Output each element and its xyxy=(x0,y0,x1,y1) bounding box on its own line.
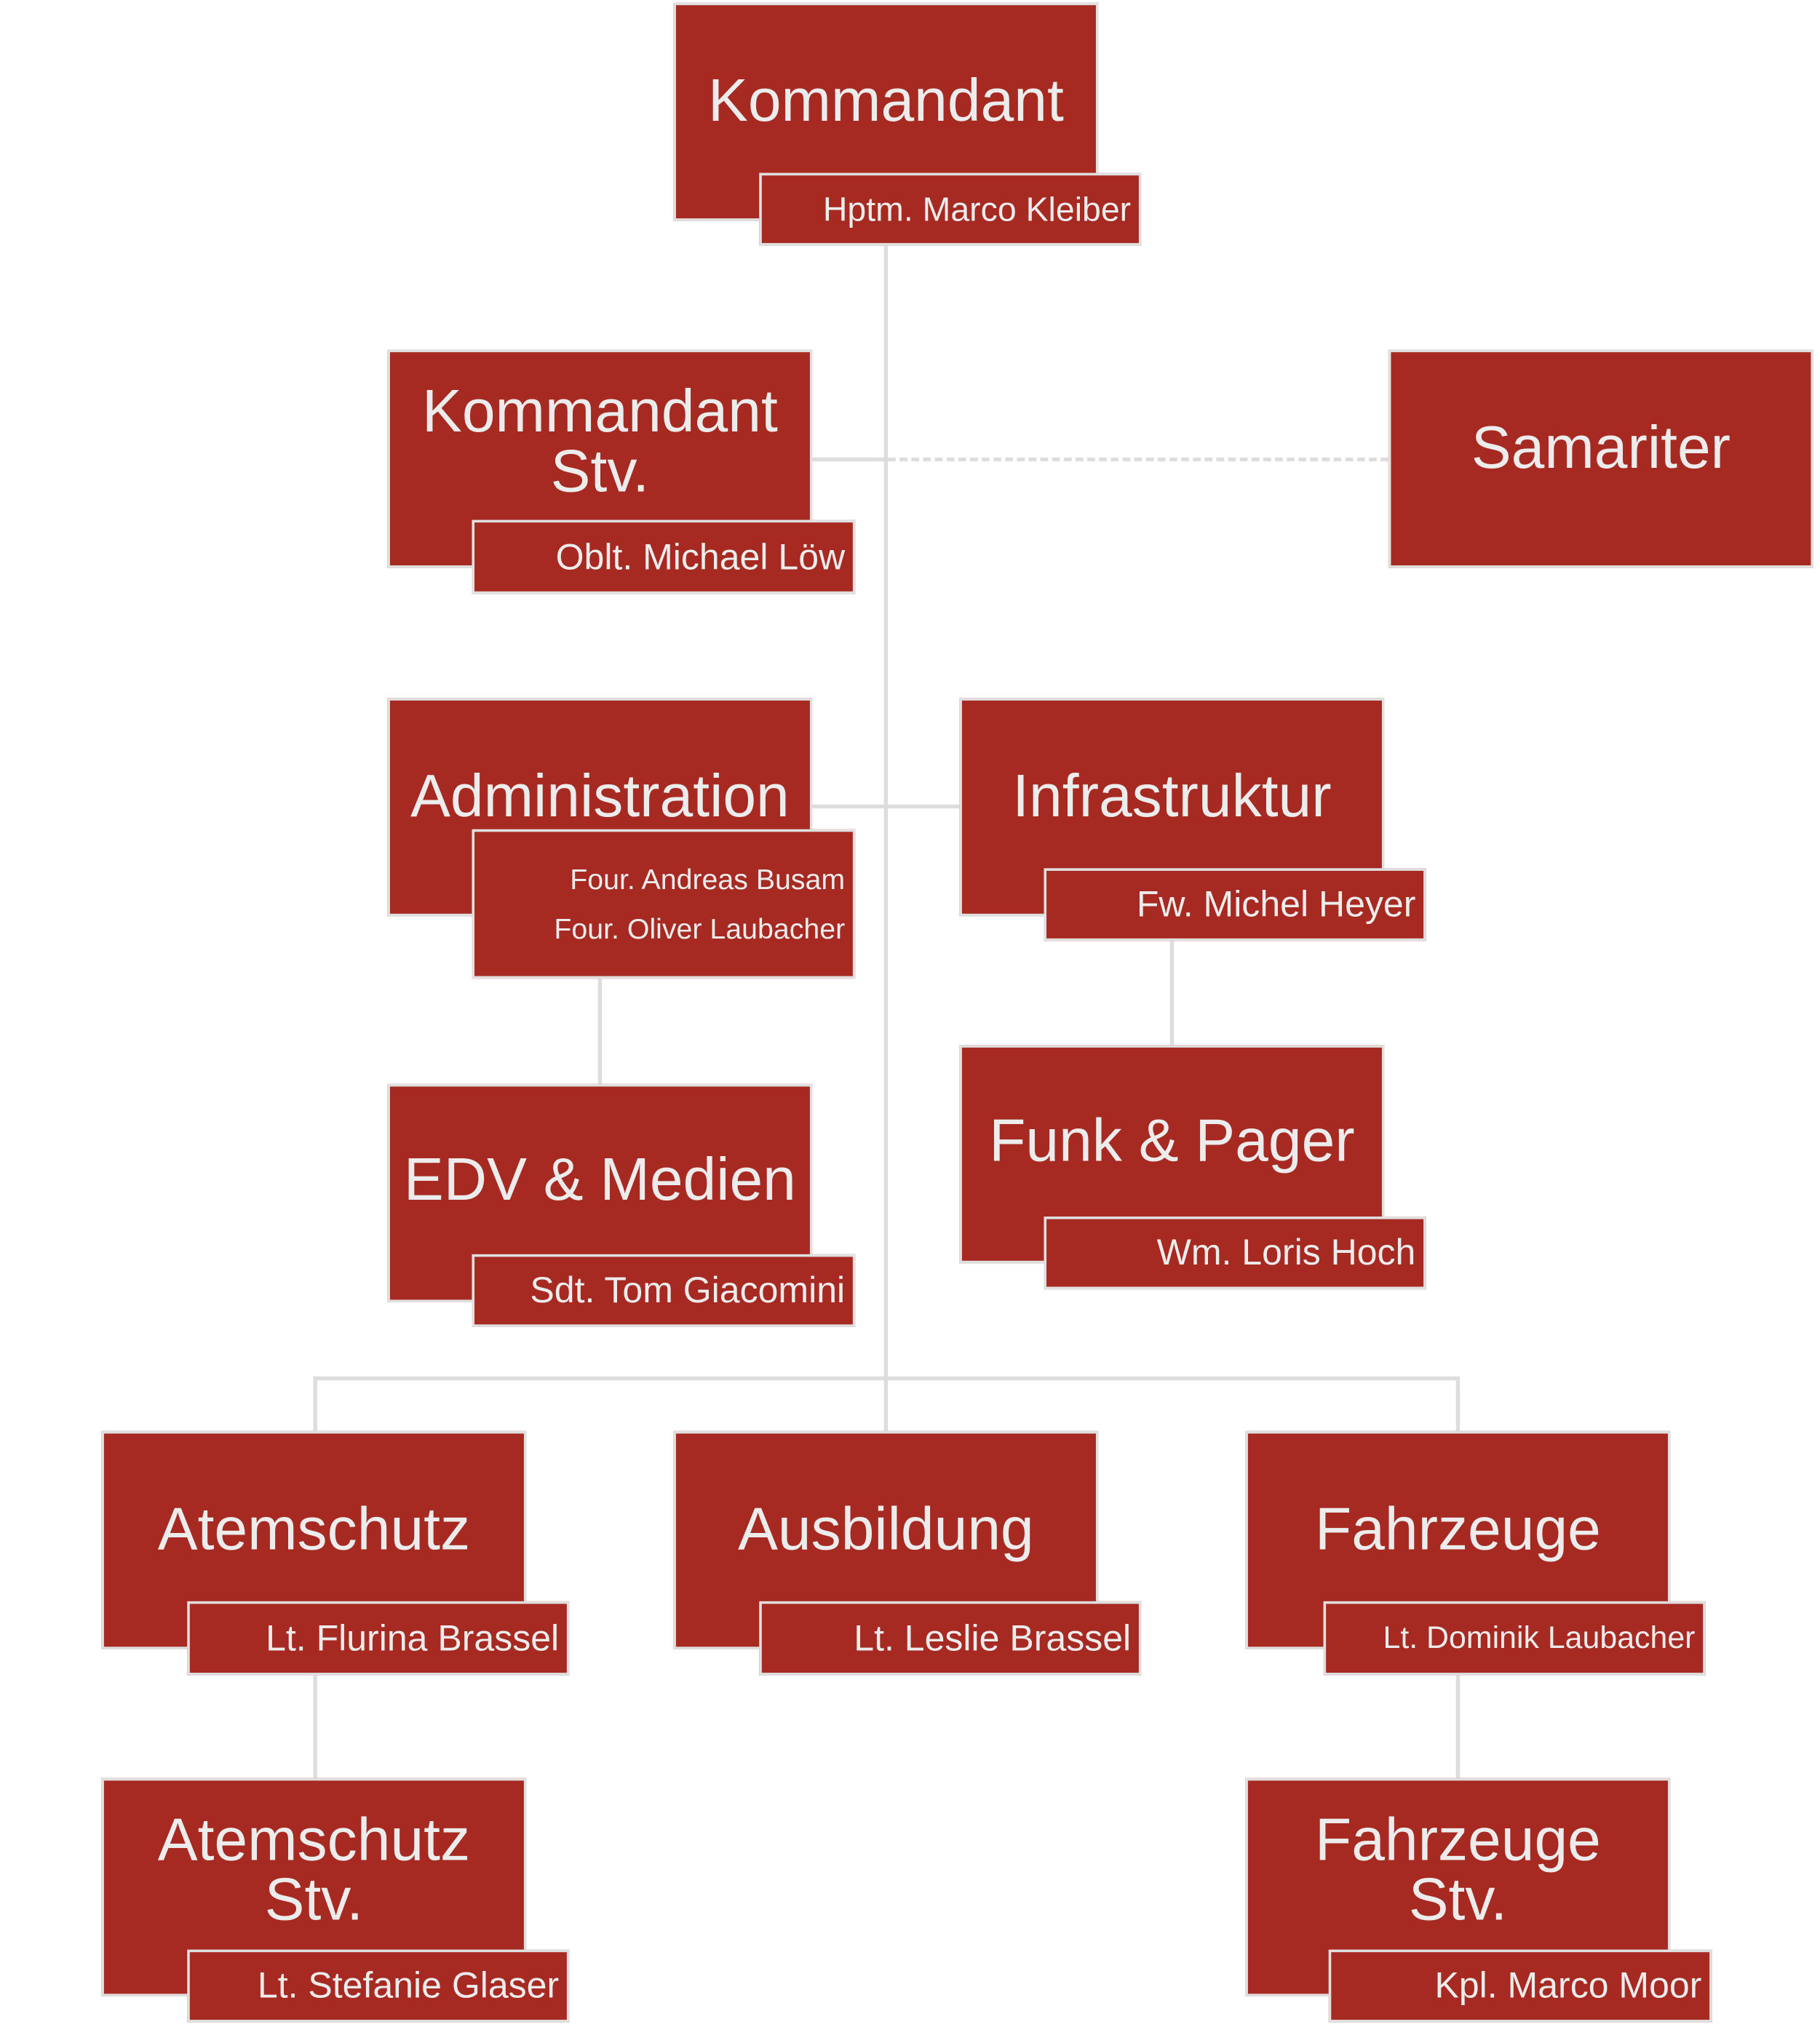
unit-title: Fahrzeuge xyxy=(1248,1499,1668,1558)
unit-title-line: Kommandant xyxy=(422,377,778,445)
connector-line xyxy=(597,979,603,1084)
unit-leader-name: Sdt. Tom Giacomini xyxy=(530,1270,846,1310)
connector-line xyxy=(883,245,889,1431)
dashed-connector-line xyxy=(888,457,1388,462)
unit-title-line: Administration xyxy=(410,761,790,829)
unit-title: Ausbildung xyxy=(676,1499,1096,1558)
unit-box-edv-medien: EDV & Medien xyxy=(387,1083,813,1302)
unit-leader-name: Lt. Stefanie Glaser xyxy=(257,1965,560,2006)
unit-title-line: Fahrzeuge xyxy=(1314,1805,1601,1873)
unit-leader-name: Four. Andreas Busam xyxy=(570,862,846,895)
connector-line xyxy=(812,804,960,809)
unit-leader-box: Oblt. Michael Löw xyxy=(472,519,856,594)
unit-title: Atemschutz xyxy=(104,1499,524,1558)
unit-leader-box: Lt. Flurina Brassel xyxy=(187,1601,570,1676)
unit-leader-box: Lt. Stefanie Glaser xyxy=(187,1949,570,2023)
connector-line xyxy=(313,1376,1461,1381)
connector-line xyxy=(812,457,886,462)
connector-line xyxy=(313,1675,317,1778)
unit-box-atemschutz: Atemschutz xyxy=(101,1430,527,1649)
unit-title-line: Fahrzeuge xyxy=(1314,1494,1601,1563)
unit-title-line: Kommandant xyxy=(708,66,1064,134)
unit-leader-box: Lt. Dominik Laubacher xyxy=(1323,1601,1706,1676)
unit-title-line: Ausbildung xyxy=(738,1494,1034,1563)
unit-title: Kommandant xyxy=(676,70,1096,130)
unit-leader-name: Wm. Loris Hoch xyxy=(1156,1232,1416,1273)
unit-leader-box: Kpl. Marco Moor xyxy=(1328,1949,1712,2023)
unit-leader-box: Fw. Michel Heyer xyxy=(1044,868,1426,941)
unit-box-samariter: Samariter xyxy=(1388,349,1814,568)
unit-title: Samariter xyxy=(1391,417,1811,477)
unit-title: Infrastruktur xyxy=(962,765,1382,825)
unit-leader-box: Wm. Loris Hoch xyxy=(1044,1216,1426,1290)
connector-line xyxy=(1455,1675,1461,1778)
unit-leader-name: Fw. Michel Heyer xyxy=(1136,883,1416,925)
unit-leader-name: Lt. Dominik Laubacher xyxy=(1383,1620,1696,1655)
unit-leader-name: Lt. Flurina Brassel xyxy=(266,1617,560,1658)
unit-title-line: Infrastruktur xyxy=(1012,761,1332,829)
connector-line xyxy=(313,1376,317,1431)
unit-title: Funk & Pager xyxy=(962,1110,1382,1170)
unit-title: EDV & Medien xyxy=(390,1149,810,1208)
unit-leader-box: Sdt. Tom Giacomini xyxy=(472,1254,856,1327)
unit-leader-box: Lt. Leslie Brassel xyxy=(759,1601,1142,1676)
unit-title-line: Atemschutz xyxy=(157,1805,471,1873)
connector-line xyxy=(1169,941,1175,1046)
unit-leader-name: Four. Oliver Laubacher xyxy=(554,912,846,944)
unit-title-line: Stv. xyxy=(264,1865,364,1933)
connector-line xyxy=(1455,1376,1461,1431)
unit-title-line: Samariter xyxy=(1471,413,1731,481)
unit-leader-box: Hptm. Marco Kleiber xyxy=(759,172,1142,246)
unit-title-line: Stv. xyxy=(550,437,650,505)
unit-title-line: EDV & Medien xyxy=(403,1144,796,1213)
unit-title-line: Stv. xyxy=(1408,1865,1508,1933)
unit-box-funk-pager: Funk & Pager xyxy=(959,1045,1385,1264)
unit-leader-name: Kpl. Marco Moor xyxy=(1434,1965,1702,2006)
unit-title: Administration xyxy=(390,765,810,825)
unit-leader-name: Oblt. Michael Löw xyxy=(555,535,846,577)
unit-title-line: Funk & Pager xyxy=(989,1106,1355,1174)
unit-leader-name: Hptm. Marco Kleiber xyxy=(822,188,1132,228)
unit-title-line: Atemschutz xyxy=(157,1494,471,1563)
unit-leader-name: Lt. Leslie Brassel xyxy=(854,1617,1132,1658)
